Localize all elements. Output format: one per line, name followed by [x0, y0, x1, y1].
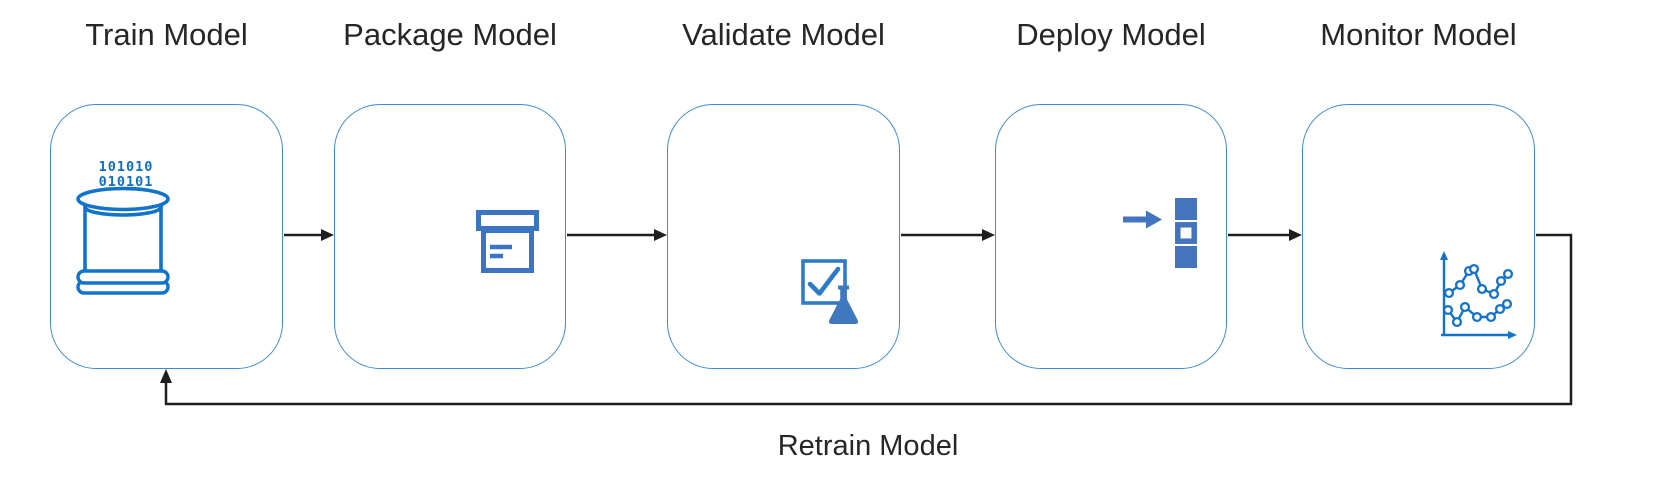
binary-row: 010101 [98, 173, 154, 190]
stacked-squares-icon [1175, 198, 1197, 268]
stage-title-monitor: Monitor Model [1320, 17, 1517, 52]
arrowhead-icon [1289, 229, 1302, 241]
stage-title-deploy: Deploy Model [1016, 17, 1206, 52]
stage-box-train: 101010 010101 101010 [50, 104, 283, 369]
arrowhead-icon [654, 229, 667, 241]
package-box-icon [476, 210, 539, 273]
arrowhead-icon [321, 229, 334, 241]
stage-box-monitor [1302, 104, 1535, 369]
arrowhead-icon [982, 229, 995, 241]
stage-title-validate: Validate Model [682, 17, 885, 52]
binary-row: 101010 [98, 159, 154, 175]
retrain-label: Retrain Model [777, 430, 959, 462]
stage-box-validate [667, 104, 900, 369]
metrics-chart-icon [1440, 251, 1517, 339]
stage-title-train: Train Model [85, 17, 248, 52]
deploy-arrow-icon [1123, 210, 1162, 229]
stage-box-deploy [995, 104, 1227, 369]
stage-title-package: Package Model [343, 17, 557, 52]
arrowhead-icon [160, 369, 172, 383]
database-icon [76, 186, 170, 295]
stage-box-package [334, 104, 566, 369]
flask-icon [828, 285, 859, 324]
